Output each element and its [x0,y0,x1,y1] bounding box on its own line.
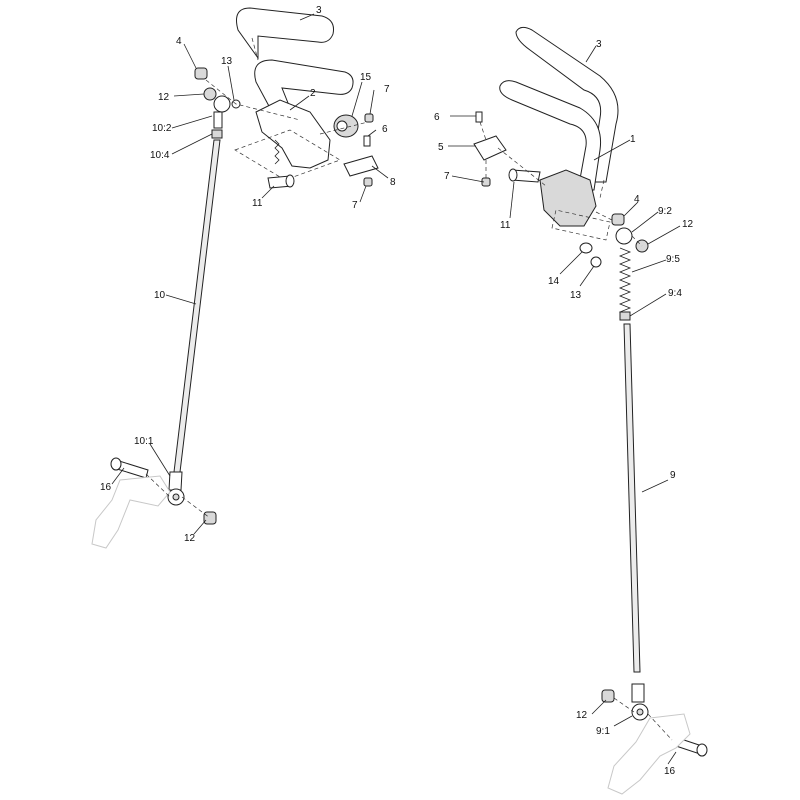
callout-10-4: 10:4 [150,150,170,161]
left-jam-nut-10-4 [211,129,223,139]
right-ball-joint-9-2 [615,227,633,245]
left-bolt-16-head [110,457,122,471]
right-rod-end-9-1 [631,683,645,703]
callout-9: 9 [670,470,676,481]
callout-9-5: 9:5 [666,254,680,265]
right-dash-7 [647,713,673,741]
right-spacer-4 [611,213,625,226]
leader-lines [111,13,681,765]
right-assembly [473,26,708,795]
left-control-bracket [255,99,331,169]
right-jam-nut-9-4 [619,311,631,321]
left-ball-joint [213,95,231,113]
callout-7-left-top: 7 [384,84,390,95]
callout-labels: 3 4 12 13 2 15 7 10:2 10:4 6 8 11 7 10 1… [100,5,694,777]
left-nut-7b [363,177,373,187]
callout-12-right-top: 12 [682,219,694,230]
left-dash-2 [319,121,369,135]
left-dash-5 [251,37,259,61]
left-dash-3 [181,496,211,519]
right-rear-bail [515,26,619,183]
right-bracket-5 [473,135,507,161]
right-rod-9 [623,323,641,673]
left-rod-end-10-1 [168,471,183,491]
left-nut-7a [364,113,374,123]
right-pedal-arm [607,713,691,795]
callout-13-left: 13 [221,56,233,67]
right-washer-14 [579,242,593,254]
right-bolt-16-head [696,743,708,757]
left-assembly [91,7,379,549]
right-spring-9-5 [618,247,632,317]
callout-11-left: 11 [252,198,263,209]
left-bracket-8 [343,155,379,177]
callout-8: 8 [390,177,396,188]
callout-16-left: 16 [100,482,112,493]
left-dash-4 [145,473,171,498]
left-rod-end-10-2 [213,111,223,129]
callout-7-left-bottom: 7 [352,200,358,211]
callout-3-right: 3 [596,39,602,50]
callout-16-right: 16 [664,766,676,777]
left-dash-1 [205,79,301,121]
callout-15: 15 [360,72,372,83]
right-dash-8 [599,179,605,199]
callout-1: 1 [630,134,636,145]
callout-3-left: 3 [316,5,322,16]
left-rod-10 [173,139,221,473]
callout-9-2: 9:2 [658,206,672,217]
left-pedal-arm [91,475,171,549]
callout-4-right: 4 [634,194,640,205]
callout-11-right: 11 [500,220,511,231]
callout-5: 5 [438,142,444,153]
right-dash-1 [479,121,487,141]
callout-9-1: 9:1 [596,726,610,737]
left-lower-ball-joint-center [172,493,180,501]
callout-12-left-top: 12 [158,92,170,103]
callout-2: 2 [310,88,316,99]
callout-10-1: 10:1 [134,436,154,447]
left-bolt-6 [363,135,371,147]
left-spacer-4 [194,67,208,80]
callout-4-left: 4 [176,36,182,47]
right-bolt-11-head [508,168,518,182]
right-lower-ball-joint-center [636,708,644,716]
left-rear-bail [236,7,334,60]
right-plate [551,209,611,241]
callout-6-left: 6 [382,124,388,135]
right-front-bail [499,80,602,191]
right-washer-13 [590,256,602,268]
right-control-bracket [539,169,597,227]
callout-12-left-bottom: 12 [184,533,196,544]
left-nut-12a [203,87,217,101]
callout-14: 14 [548,276,560,287]
callout-6-right: 6 [434,112,440,123]
callout-12-right-bottom: 12 [576,710,588,721]
callout-9-4: 9:4 [668,288,682,299]
right-dash-4 [595,211,613,221]
callout-10-2: 10:2 [152,123,172,134]
left-bumper-hole [336,120,348,132]
right-nut-12d [601,689,615,703]
right-bolt-6 [475,111,483,123]
left-front-bail [254,59,354,109]
right-dash-5 [631,235,643,247]
left-spring [274,139,280,165]
right-dash-6 [613,697,635,713]
callout-7-right: 7 [444,171,450,182]
left-bolt-11-head [285,174,295,188]
left-nut-12b [203,511,217,525]
callout-10: 10 [154,290,166,301]
callout-13-right: 13 [570,290,582,301]
right-dash-2 [497,147,547,187]
